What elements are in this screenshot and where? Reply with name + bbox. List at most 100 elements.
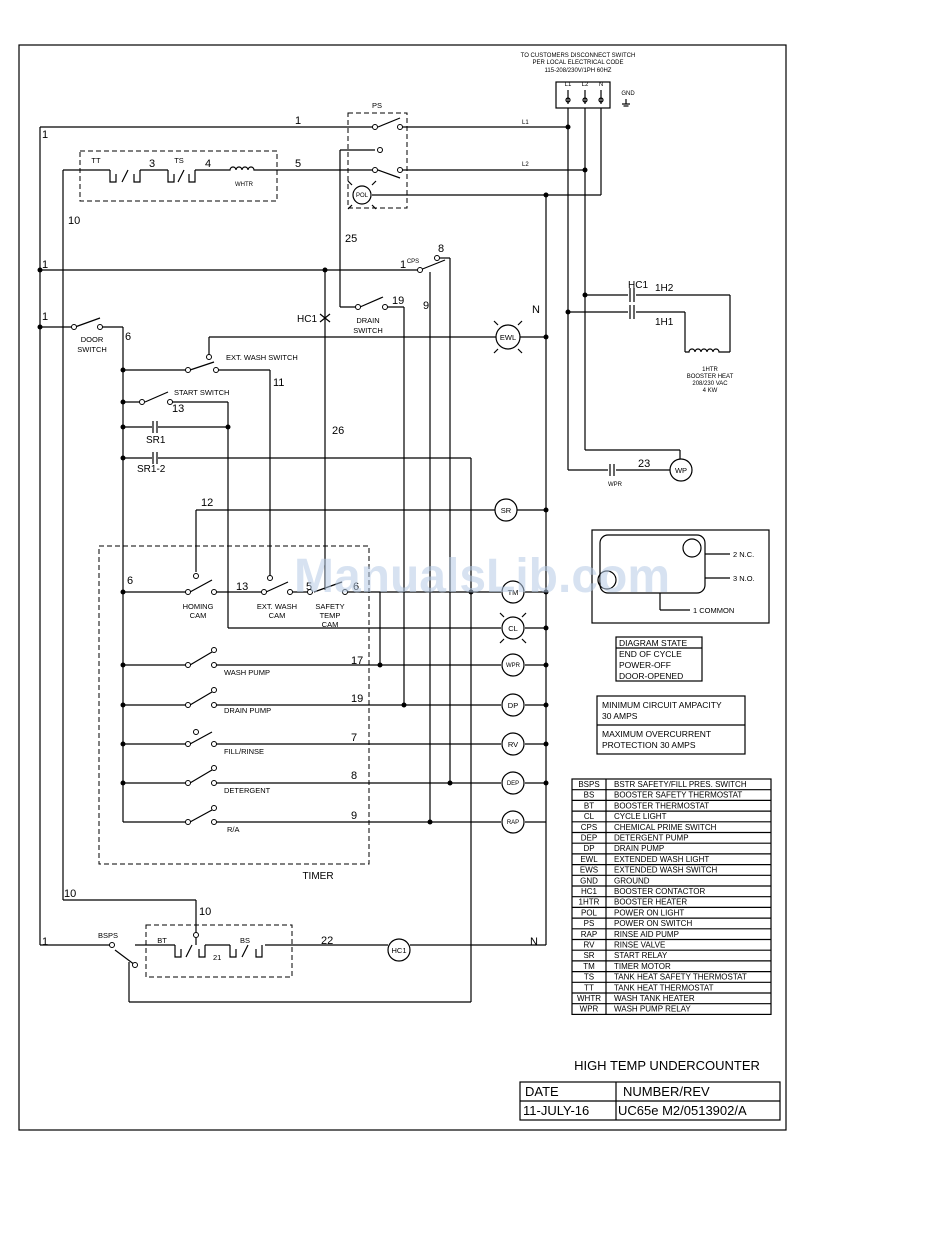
number-value: UC65e M2/0513902/A (618, 1103, 747, 1118)
wire-label: 3 (149, 158, 155, 170)
wire-label: 17 (351, 655, 363, 667)
cl-label: CL (508, 624, 518, 633)
wire-label: 8 (438, 243, 444, 255)
door-switch-label-2: SWITCH (77, 345, 107, 354)
terminal-points (71, 124, 440, 968)
max-overcurrent-value: PROTECTION 30 AMPS (602, 740, 696, 750)
wash-pump-label: WASH PUMP (224, 668, 270, 677)
date-label: DATE (525, 1084, 559, 1099)
legend-description: CHEMICAL PRIME SWITCH (614, 823, 717, 832)
legend-code: BSPS (578, 780, 599, 789)
wire-label: L1 (522, 120, 529, 126)
legend-code: CPS (581, 823, 597, 832)
drawing-frame (18, 44, 787, 1131)
contact-symbols (74, 117, 635, 966)
dp-label: DP (508, 701, 518, 710)
diagram-state-line: DIAGRAM STATE (619, 638, 687, 648)
lamp-rays (347, 180, 527, 644)
thermostat-symbols (109, 166, 730, 958)
legend-description: CYCLE LIGHT (614, 812, 667, 821)
supply-line-3: 115-208/230V/1PH 60HZ (545, 68, 612, 74)
heater-label-3: 208/230 VAC (692, 381, 728, 387)
heater-label-4: 4 KW (703, 388, 718, 394)
legend-description: BOOSTER THERMOSTAT (614, 801, 709, 810)
supply-line-2: PER LOCAL ELECTRICAL CODE (533, 60, 624, 66)
legend-description: DRAIN PUMP (614, 844, 664, 853)
wire-label: N (530, 936, 538, 948)
tm-label: TM (508, 588, 519, 597)
ra-label: R/A (227, 825, 240, 834)
tt-label: TT (91, 156, 101, 165)
diagram-state-line: POWER-OFF (619, 660, 671, 670)
legend-description: BSTR SAFETY/FILL PRES. SWITCH (614, 780, 747, 789)
rap-label: RAP (507, 820, 519, 826)
diagram-state-line: DOOR-OPENED (619, 671, 683, 681)
pol-label: POL (356, 193, 369, 199)
bs-label: BS (240, 936, 250, 945)
diagram-state-box: DIAGRAM STATE END OF CYCLE POWER-OFF DOO… (615, 636, 703, 682)
legend-code: DEP (581, 834, 597, 843)
tank-heat-enclosure (79, 150, 278, 202)
legend-description: BOOSTER HEATER (614, 898, 687, 907)
heater-label-1: 1HTR (702, 367, 718, 373)
wire-label: N (532, 304, 540, 316)
ampacity-box: MINIMUM CIRCUIT AMPACITY 30 AMPS MAXIMUM… (596, 695, 746, 755)
wire-label: 23 (638, 458, 650, 470)
cps-label: CPS (407, 259, 419, 265)
supply-line-1: TO CUSTOMERS DISCONNECT SWITCH (521, 53, 636, 59)
homing-cam-label-2: CAM (190, 611, 207, 620)
legend-description: TIMER MOTOR (614, 962, 671, 971)
legend-description: EXTENDED WASH LIGHT (614, 855, 709, 864)
booster-enclosure (145, 924, 293, 978)
component-labels: PS TT TS WHTR CPS HC1 DRAIN SWITCH DOOR … (77, 101, 733, 945)
load-labels: POL EWL SR TM CL WPR DP RV DEP RAP HC1 W… (356, 193, 687, 955)
diagram-state-line: END OF CYCLE (619, 649, 682, 659)
safety-temp-cam-label-2: TEMP (320, 611, 341, 620)
max-overcurrent-label: MAXIMUM OVERCURRENT (602, 729, 711, 739)
date-value: 11-JULY-16 (523, 1103, 589, 1118)
supply-header: TO CUSTOMERS DISCONNECT SWITCH PER LOCAL… (521, 53, 636, 109)
legend-description: BOOSTER CONTACTOR (614, 887, 705, 896)
legend-code: RAP (581, 930, 597, 939)
relay-no-label: 3 N.O. (733, 574, 755, 583)
min-ampacity-value: 30 AMPS (602, 711, 638, 721)
title-block: HIGH TEMP UNDERCOUNTER DATE NUMBER/REV 1… (519, 1058, 781, 1121)
sr-label: SR (501, 506, 512, 515)
door-switch-label-1: DOOR (81, 335, 104, 344)
hc1-label: HC1 (297, 314, 317, 325)
legend-code: WHTR (577, 994, 601, 1003)
load-circles (352, 185, 693, 962)
wire-label: 6 (353, 581, 359, 593)
drain-switch-label-1: DRAIN (356, 316, 379, 325)
legend-description: WASH PUMP RELAY (614, 1005, 691, 1014)
legend-description: TANK HEAT SAFETY THERMOSTAT (614, 973, 747, 982)
legend-code: CL (584, 812, 595, 821)
wire-label: 12 (201, 497, 213, 509)
1h2-label: 1H2 (655, 283, 674, 294)
junction-dots (37, 124, 588, 825)
min-ampacity-label: MINIMUM CIRCUIT AMPACITY (602, 700, 722, 710)
terminal-l1-label: L1 (565, 82, 572, 88)
safety-temp-cam-label-1: SAFETY (315, 602, 344, 611)
rv-label: RV (508, 740, 518, 749)
timer-label: TIMER (302, 871, 333, 882)
wpr-label: WPR (506, 663, 521, 669)
legend-code: BS (584, 791, 595, 800)
legend-code: EWL (580, 855, 598, 864)
watermark-logo: ManualsLib.com (294, 550, 670, 603)
legend-code: 1HTR (579, 898, 600, 907)
wire-label: 1 (42, 936, 48, 948)
relay-nc-label: 2 N.C. (733, 550, 754, 559)
ext-wash-cam-label-1: EXT. WASH (257, 602, 297, 611)
legend-description: RINSE AID PUMP (614, 930, 679, 939)
wire-label: 10 (64, 888, 76, 900)
legend-code: TM (583, 962, 595, 971)
terminal-n-label: N (599, 82, 603, 88)
drain-pump-label: DRAIN PUMP (224, 706, 271, 715)
sr1-2-label: SR1-2 (137, 464, 166, 475)
relay-inset: 2 N.C. 3 N.O. 1 COMMON (591, 529, 770, 624)
legend-description: RINSE VALVE (614, 941, 665, 950)
wire-label: 5 (295, 158, 301, 170)
wire-label: 1 (400, 259, 406, 271)
wpr-contact-label: WPR (608, 482, 623, 488)
